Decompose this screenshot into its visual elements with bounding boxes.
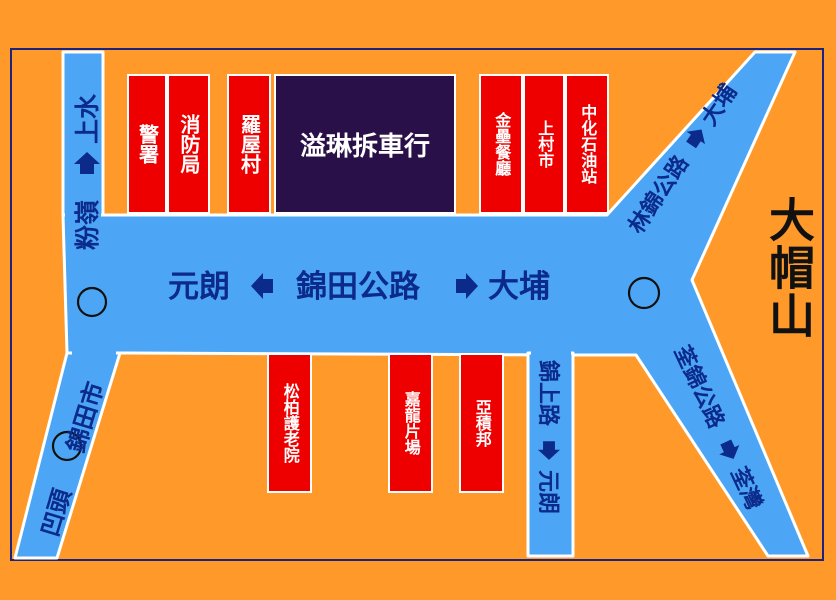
svg-text:粉嶺: 粉嶺 xyxy=(73,200,102,250)
film-studio: 嘉龍片場 xyxy=(388,353,433,493)
fire-station: 消防局 xyxy=(167,74,210,214)
asia-chai-bong: 亞積邦 xyxy=(459,353,504,493)
police-station: 警署 xyxy=(127,74,167,214)
roundabout-icon xyxy=(51,430,83,462)
restaurant: 金壘餐廳 xyxy=(479,74,523,214)
market: 上村市 xyxy=(523,74,565,214)
svg-text:上水: 上水 xyxy=(73,93,102,144)
landmark-car-dismantler: 溢琳拆車行 xyxy=(274,74,456,214)
roundabout-icon xyxy=(627,276,661,310)
roundabout-icon xyxy=(76,286,108,318)
north-road-labels: 粉嶺 上水 xyxy=(73,93,102,250)
main-east-dest-label: 大埔 xyxy=(488,269,550,305)
mountain-label: 大帽山 xyxy=(762,196,816,340)
petrol-station: 中化石油站 xyxy=(565,74,609,214)
svg-text:元朗: 元朗 xyxy=(535,470,560,514)
south-road-labels: 錦上路 元朗 xyxy=(535,360,561,514)
lo-uk-tsuen: 羅屋村 xyxy=(227,74,271,214)
svg-text:錦上路: 錦上路 xyxy=(535,360,561,427)
main-west-dest-label: 元朗 xyxy=(168,269,230,305)
elderly-home: 松柏護老院 xyxy=(267,353,312,493)
main-road-label: 錦田公路 xyxy=(296,269,421,305)
